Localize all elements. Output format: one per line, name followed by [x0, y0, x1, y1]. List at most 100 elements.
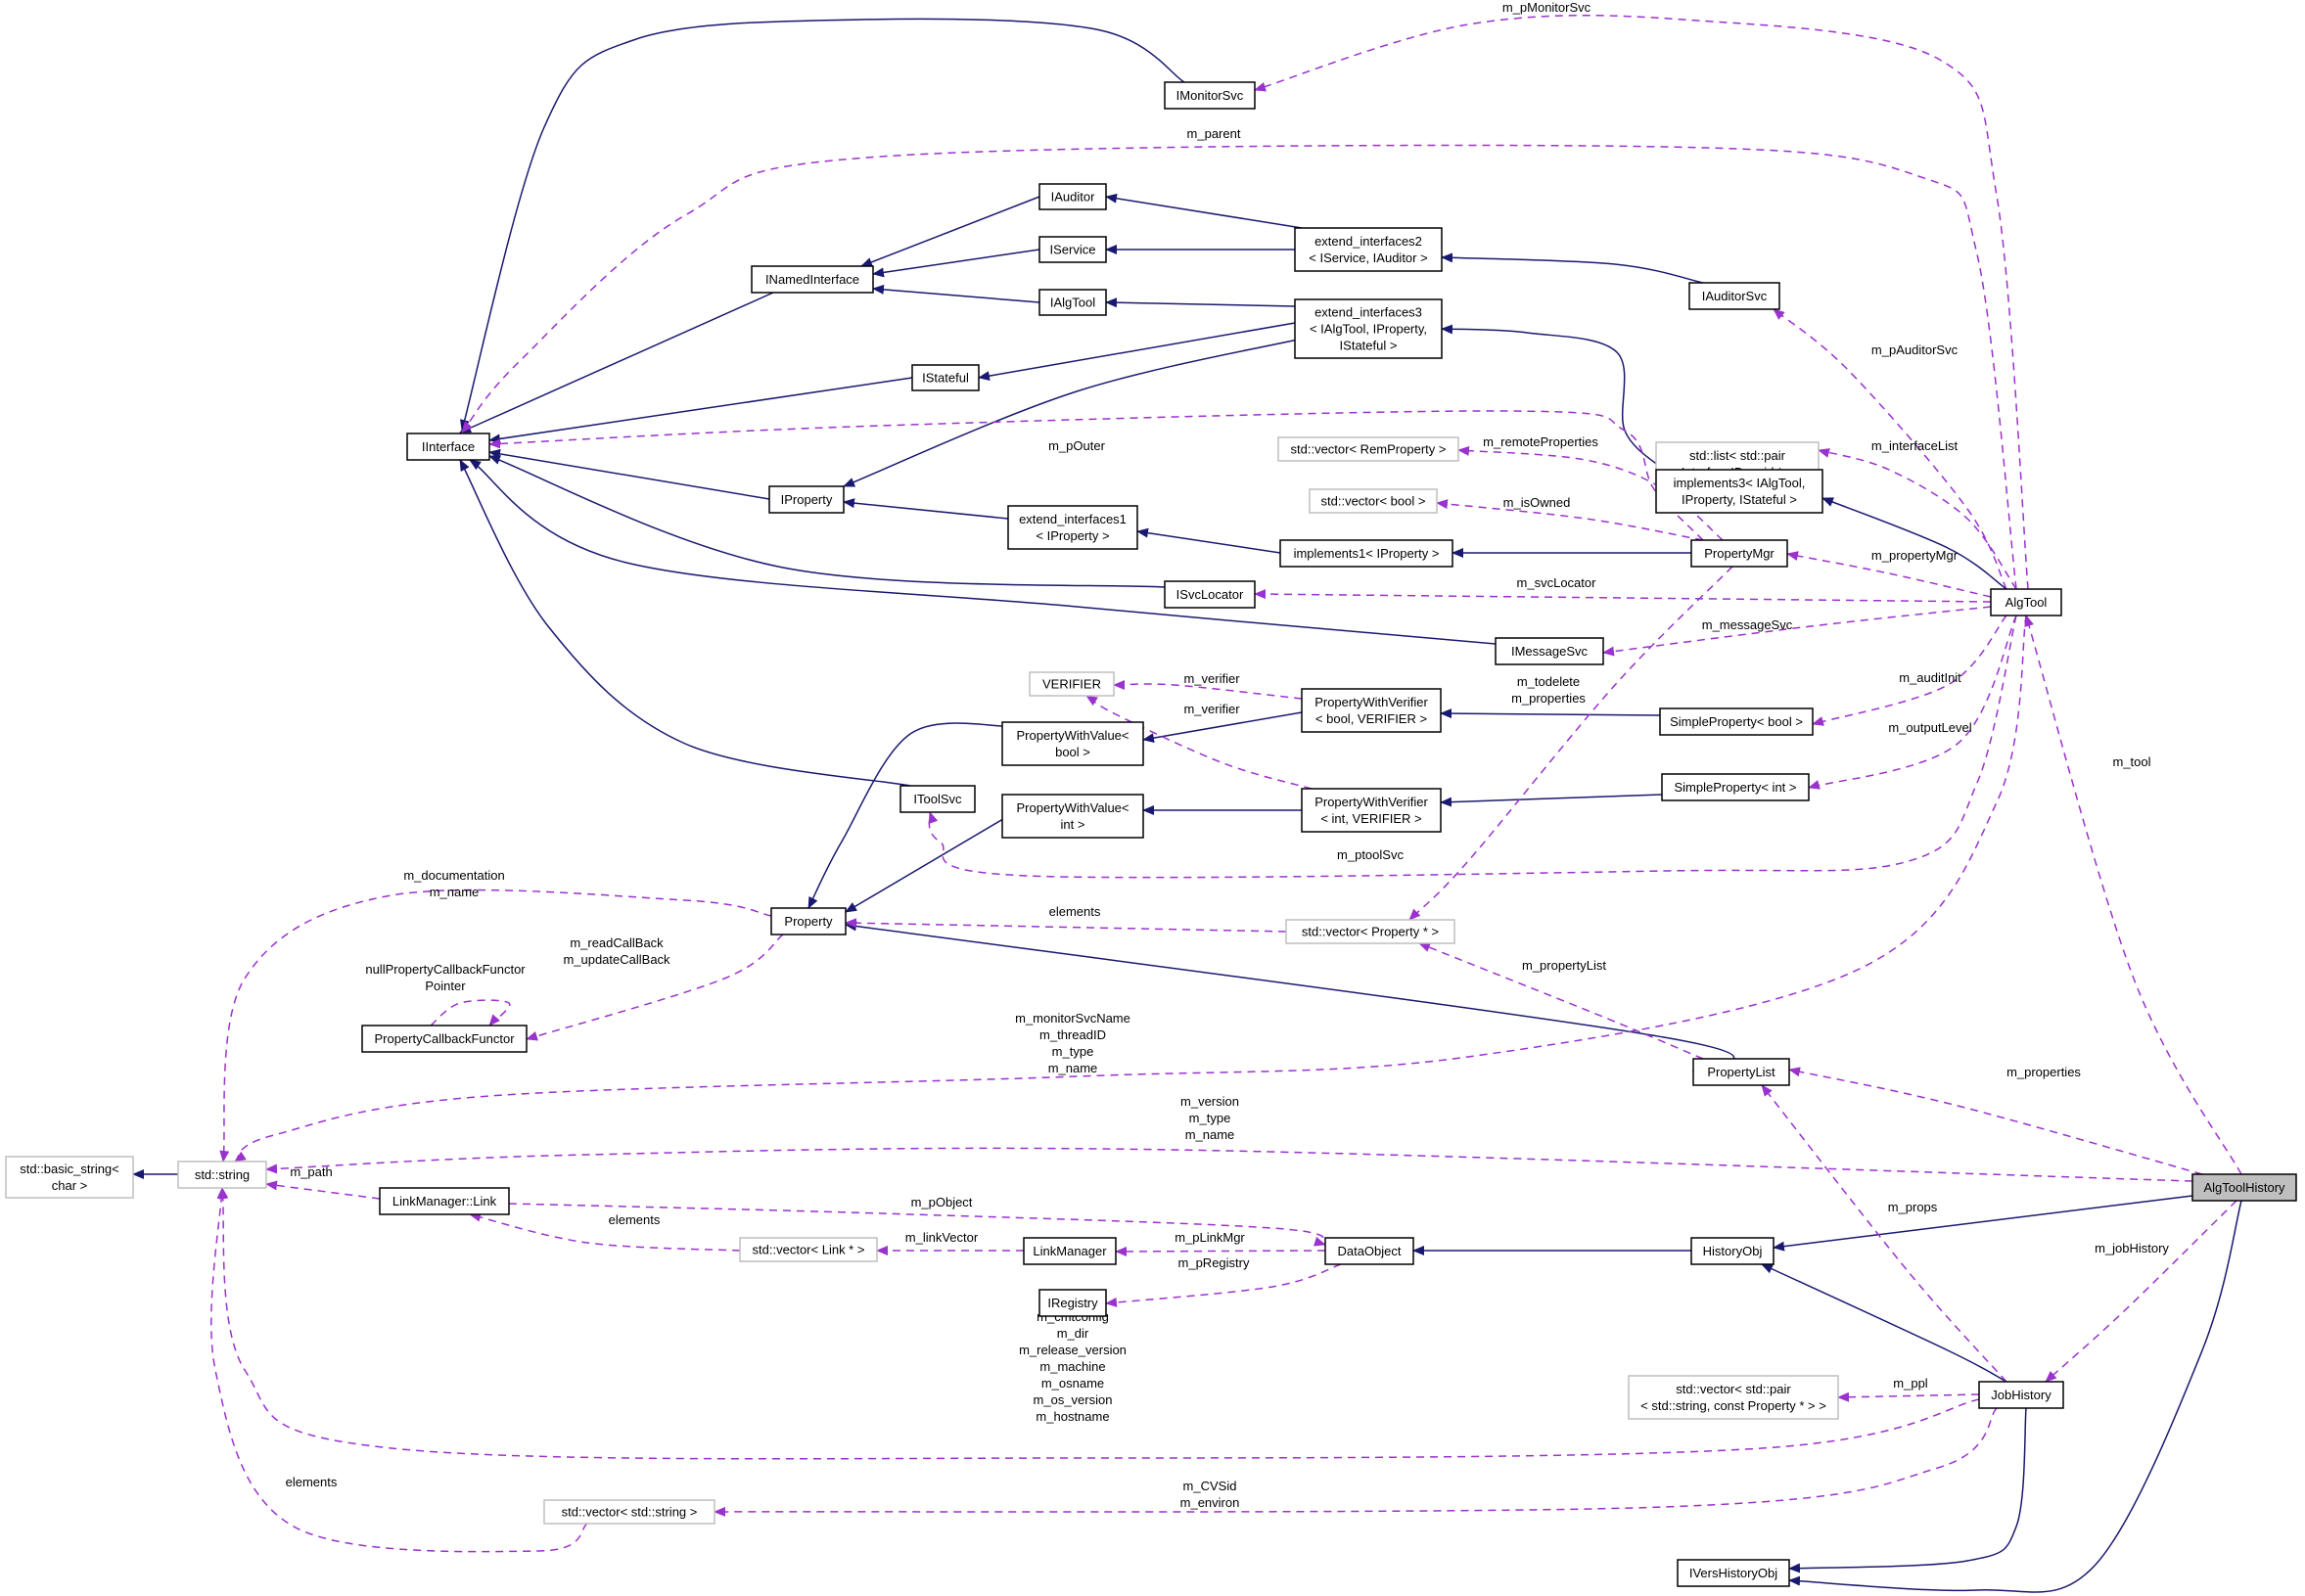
class-node-PWVint[interactable]: PropertyWithVerifier< int, VERIFIER > — [1301, 788, 1442, 833]
edge-label-vecPropertyPtr-to-Property: elements — [1049, 904, 1101, 919]
class-node-label-line: IStateful > — [1340, 339, 1398, 353]
class-node-implements1[interactable]: implements1< IProperty > — [1279, 539, 1453, 568]
edge-label-PWVint-to-VERIFIER: m_verifier — [1183, 702, 1240, 716]
class-node-Property[interactable]: Property — [770, 907, 847, 935]
class-node-vecString[interactable]: std::vector< std::string > — [543, 1499, 715, 1525]
class-node-extend_interfaces1[interactable]: extend_interfaces1< IProperty > — [1007, 505, 1138, 550]
class-node-implements3[interactable]: implements3< IAlgTool,IProperty, IStatef… — [1655, 469, 1823, 514]
class-node-label-line: LinkManager — [1033, 1244, 1107, 1258]
class-node-box — [899, 785, 976, 813]
class-node-label: IMonitorSvc — [1176, 88, 1244, 103]
class-node-label-line: std::string — [195, 1167, 250, 1182]
class-node-LMLink[interactable]: LinkManager::Link — [379, 1187, 510, 1215]
class-node-IService[interactable]: IService — [1038, 236, 1107, 263]
class-node-label-line: IInterface — [422, 439, 475, 454]
class-node-DataObject[interactable]: DataObject — [1324, 1237, 1414, 1265]
class-node-JobHistory[interactable]: JobHistory — [1978, 1381, 2064, 1409]
class-node-vecPairStr[interactable]: std::vector< std::pair< std::string, con… — [1628, 1375, 1839, 1420]
class-node-box — [1688, 282, 1780, 310]
class-node-PropertyMgr[interactable]: PropertyMgr — [1690, 539, 1788, 568]
class-node-box — [1038, 183, 1107, 210]
class-node-label-line: INamedInterface — [765, 272, 859, 287]
edge-label-line: m_name — [1048, 1061, 1098, 1075]
usage-edge-LMLink-to-stdString — [265, 1180, 381, 1200]
edge-label-line: m_auditInit — [1899, 670, 1961, 685]
class-node-box — [1301, 788, 1442, 833]
class-node-label-line: PropertyWithValue< — [1016, 800, 1129, 815]
class-node-AlgTool[interactable]: AlgTool — [1990, 588, 2062, 616]
class-node-IToolSvc[interactable]: IToolSvc — [899, 785, 976, 813]
class-node-IAuditor[interactable]: IAuditor — [1038, 183, 1107, 210]
usage-edge-AlgTool-to-PropertyMgr — [1786, 551, 1992, 598]
class-node-IRegistry[interactable]: IRegistry — [1038, 1289, 1107, 1317]
class-node-HistoryObj[interactable]: HistoryObj — [1690, 1237, 1775, 1265]
edge-label-PWVbool-to-VERIFIER: m_verifier — [1183, 671, 1240, 686]
edge-label-line: m_dir — [1057, 1326, 1089, 1341]
class-node-vecPropertyPtr[interactable]: std::vector< Property * > — [1285, 919, 1455, 944]
class-node-label-line: IService — [1050, 243, 1096, 257]
class-node-label: ISvcLocator — [1176, 587, 1244, 602]
class-node-PWValbool[interactable]: PropertyWithValue<bool > — [1001, 721, 1144, 766]
class-node-vecRemProperty[interactable]: std::vector< RemProperty > — [1277, 436, 1459, 462]
inheritance-edge-AlgTool-to-implements3 — [1821, 497, 2007, 590]
class-node-IAuditorSvc[interactable]: IAuditorSvc — [1688, 282, 1780, 310]
inheritance-edge-JobHistory-to-HistoryObj — [1761, 1263, 2007, 1383]
class-node-PCF[interactable]: PropertyCallbackFunctor — [361, 1025, 528, 1053]
edge-label-line: m_environ — [1180, 1495, 1240, 1510]
class-node-IStateful[interactable]: IStateful — [911, 364, 980, 391]
class-node-box — [5, 1156, 134, 1199]
edge-label-PropertyMgr-to-vecBool: m_isOwned — [1503, 495, 1571, 510]
class-node-label-line: < IProperty > — [1036, 528, 1109, 543]
class-node-label-line: < std::string, const Property * > > — [1640, 1398, 1826, 1413]
class-node-stdString[interactable]: std::string — [177, 1161, 267, 1189]
class-node-label-line: IRegistry — [1047, 1296, 1098, 1310]
class-node-extend_interfaces3[interactable]: extend_interfaces3< IAlgTool, IProperty,… — [1294, 298, 1443, 359]
class-node-label: VERIFIER — [1042, 677, 1101, 692]
class-node-label-line: Property — [784, 914, 833, 929]
class-node-box — [1661, 773, 1810, 801]
edge-label-AlgTool-to-listPair: m_interfaceList — [1871, 438, 1959, 453]
edge-label-line: elements — [1049, 904, 1101, 919]
class-node-VERIFIER[interactable]: VERIFIER — [1029, 671, 1115, 697]
class-node-IVersHistoryObj[interactable]: IVersHistoryObj — [1677, 1559, 1790, 1587]
class-node-label: PropertyWithVerifier< bool, VERIFIER > — [1314, 695, 1428, 726]
class-node-label: extend_interfaces2< IService, IAuditor > — [1309, 234, 1427, 265]
class-node-IMonitorSvc[interactable]: IMonitorSvc — [1164, 81, 1256, 110]
class-node-vecLink[interactable]: std::vector< Link * > — [739, 1237, 878, 1262]
class-node-IProperty[interactable]: IProperty — [768, 485, 845, 514]
class-node-PropertyList[interactable]: PropertyList — [1692, 1058, 1790, 1086]
class-node-label-line: extend_interfaces3 — [1314, 305, 1422, 320]
usage-edge-JobHistory-to-vecPairStr — [1837, 1391, 1980, 1402]
usage-edge-Property-to-PCF — [526, 934, 784, 1041]
class-node-label-line: IMessageSvc — [1511, 644, 1589, 659]
class-node-label-line: PropertyWithVerifier — [1314, 695, 1428, 709]
usage-edge-AlgToolHistory-to-PropertyList — [1788, 1067, 2203, 1175]
class-node-SPbool[interactable]: SimpleProperty< bool > — [1659, 707, 1814, 736]
edge-label-JobHistory-to-PropertyList: m_props — [1888, 1200, 1938, 1214]
edge-label-AlgTool-to-SPbool: m_auditInit — [1899, 670, 1961, 685]
edge-label-line: m_ptoolSvc — [1337, 847, 1404, 862]
class-node-label: IVersHistoryObj — [1689, 1566, 1777, 1580]
class-node-basicString[interactable]: std::basic_string<char > — [5, 1156, 134, 1199]
class-node-ISvcLocator[interactable]: ISvcLocator — [1164, 580, 1256, 609]
class-node-label: AlgToolHistory — [2203, 1180, 2285, 1195]
class-node-IInterface[interactable]: IInterface — [406, 433, 490, 461]
edge-label-AlgTool-to-PropertyMgr: m_propertyMgr — [1871, 548, 1959, 563]
class-node-extend_interfaces2[interactable]: extend_interfaces2< IService, IAuditor > — [1294, 227, 1443, 272]
usage-edge-PropertyList-to-vecPropertyPtr — [1418, 942, 1704, 1060]
class-node-IAlgTool[interactable]: IAlgTool — [1038, 289, 1107, 316]
class-node-PWVbool[interactable]: PropertyWithVerifier< bool, VERIFIER > — [1301, 688, 1442, 733]
class-node-box — [1294, 227, 1443, 272]
inheritance-edge-IStateful-to-IInterface — [488, 377, 913, 444]
class-node-PWValint[interactable]: PropertyWithValue<int > — [1001, 794, 1144, 839]
usage-edge-AlgTool-to-IInterface — [461, 144, 2017, 590]
edge-label-LinkManager-to-vecLink: m_linkVector — [905, 1230, 979, 1245]
class-node-vecBool[interactable]: std::vector< bool > — [1309, 488, 1438, 514]
class-node-box — [2191, 1173, 2297, 1202]
usage-edge-AlgToolHistory-to-AlgTool — [2024, 615, 2242, 1175]
class-node-SPint[interactable]: SimpleProperty< int > — [1661, 773, 1810, 801]
class-node-INamedInterface[interactable]: INamedInterface — [751, 265, 874, 294]
class-node-box — [1324, 1237, 1414, 1265]
class-node-LinkManager[interactable]: LinkManager — [1023, 1237, 1117, 1265]
class-node-IMessageSvc[interactable]: IMessageSvc — [1495, 637, 1604, 665]
